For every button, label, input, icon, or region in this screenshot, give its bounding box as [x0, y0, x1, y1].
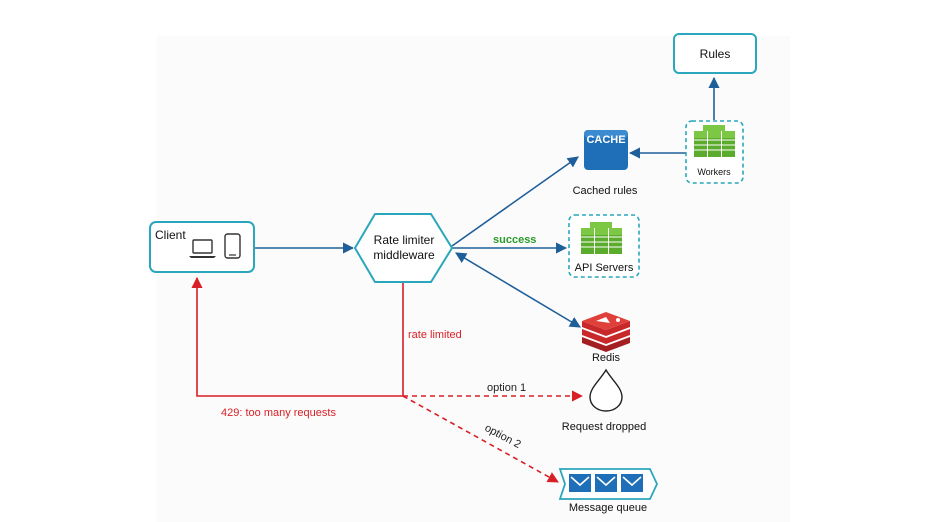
rules-node: Rules: [673, 33, 757, 74]
api-servers-node: API Servers: [568, 214, 640, 278]
workers-node: Workers: [685, 120, 744, 184]
request-dropped-label: Request dropped: [562, 421, 646, 433]
rate-limiter-label-line2: middleware: [373, 248, 435, 262]
edge-option-2-to-message-queue: [402, 395, 559, 483]
rules-label: Rules: [700, 47, 731, 61]
client-label: Client: [155, 228, 186, 242]
cache-node: CACHE Cached rules: [573, 130, 638, 197]
edge-rate-limiter-to-cache: [451, 156, 579, 247]
envelope-icon: [621, 474, 643, 492]
redis-node: Redis: [582, 312, 630, 364]
edge-label-rate-limited: rate limited: [408, 329, 462, 341]
message-queue-node: Message queue: [558, 468, 658, 514]
envelope-icon: [569, 474, 591, 492]
client-node: Client: [149, 221, 255, 273]
cached-rules-label: Cached rules: [573, 185, 638, 197]
workers-server-icon: [693, 125, 736, 158]
envelope-icon: [595, 474, 617, 492]
cache-badge-text: CACHE: [586, 134, 625, 146]
edge-label-option-2: option 2: [483, 422, 523, 451]
request-dropped-node: Request dropped: [562, 368, 646, 433]
rate-limiter-node: Rate limiter middleware: [353, 213, 454, 283]
redis-label: Redis: [592, 352, 621, 364]
edge-label-429: 429: too many requests: [221, 407, 336, 419]
redis-icon: [582, 312, 630, 352]
edges: [191, 76, 720, 483]
edge-label-success: success: [493, 234, 536, 246]
edge-rate-limiter-redis: [455, 252, 581, 328]
rate-limiter-label-line1: Rate limiter: [374, 233, 435, 247]
laptop-icon: [189, 239, 216, 258]
api-servers-icon: [580, 222, 623, 255]
api-servers-label: API Servers: [575, 262, 634, 274]
edge-rate-limited-429-to-client: [191, 276, 404, 397]
cache-icon: [584, 130, 628, 170]
edge-label-option-1: option 1: [487, 382, 526, 394]
message-queue-label: Message queue: [569, 502, 647, 514]
drop-icon: [589, 368, 623, 412]
phone-icon: [224, 233, 241, 259]
workers-label: Workers: [697, 167, 731, 177]
